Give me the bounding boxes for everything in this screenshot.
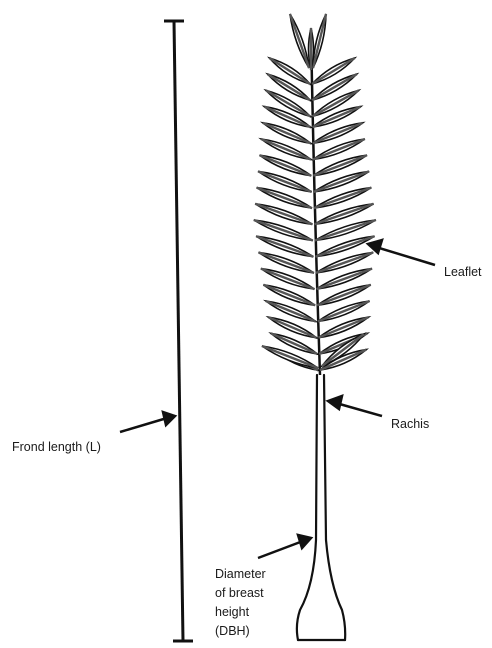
rachis-label: Rachis bbox=[391, 417, 429, 431]
leaflets bbox=[254, 14, 376, 370]
rachis-arrow bbox=[328, 396, 382, 416]
dbh-label-line-4: (DBH) bbox=[215, 624, 250, 638]
frond-length-bar bbox=[164, 21, 193, 641]
dbh-label-line-3: height bbox=[215, 605, 250, 619]
petiole bbox=[297, 375, 345, 640]
leaflet-arrow bbox=[368, 240, 435, 265]
leaflet-label: Leaflet bbox=[444, 265, 482, 279]
frond-length-arrow bbox=[120, 412, 175, 432]
dbh-label: Diameter of breast height (DBH) bbox=[215, 567, 266, 638]
dbh-label-line-2: of breast bbox=[215, 586, 264, 600]
leaflet-tip-left-midrib bbox=[290, 14, 309, 68]
dbh-label-line-1: Diameter bbox=[215, 567, 266, 581]
dbh-arrow bbox=[258, 535, 311, 558]
frond-length-label: Frond length (L) bbox=[12, 440, 101, 454]
leaflet-tip-right-midrib bbox=[313, 14, 326, 68]
